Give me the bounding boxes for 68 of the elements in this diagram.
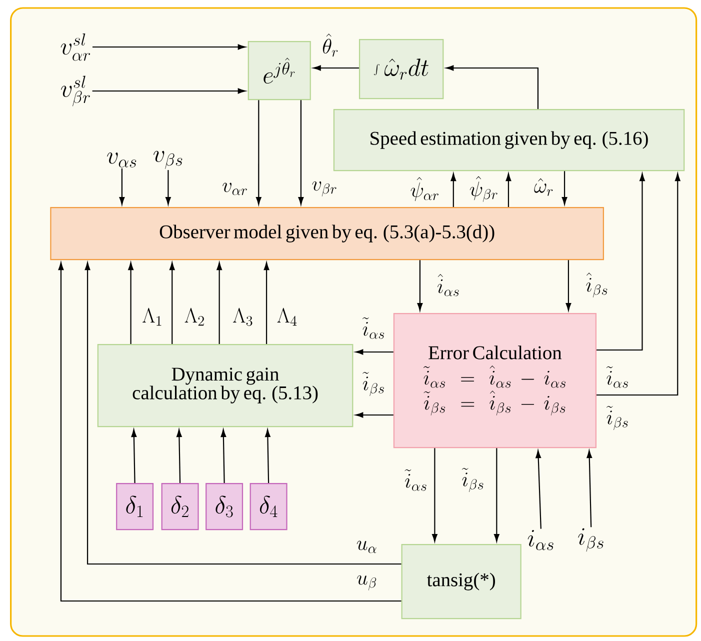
arrow: [562, 171, 568, 205]
arrow: [536, 450, 542, 529]
arrow: [176, 429, 182, 483]
input-signal: $v_{\beta s}$: [154, 150, 182, 169]
process-box: Speed estimation given by eq. (5.16): [333, 109, 685, 172]
arrow: [84, 262, 402, 565]
arrow: [166, 170, 171, 205]
edge-label: $\tilde{i}_{\alpha s}$: [606, 366, 628, 388]
edge-label: $\hat{i}_{\beta s}$: [586, 272, 608, 298]
process-box: Observer model given by eq. (5.3(a)-5.3(d)): [50, 207, 604, 260]
edge-label: $\Lambda_4$: [277, 308, 297, 326]
edge-label: $\hat{\psi}_{\beta r}$: [470, 176, 498, 202]
edge-label: $\hat{\psi}_{\alpha r}$: [410, 177, 438, 202]
edge-label: $u_{\beta}$: [357, 575, 376, 590]
arrow: [355, 349, 394, 355]
arrow: [220, 429, 226, 483]
arrow: [596, 173, 680, 396]
parameter-box: $\delta_4$: [250, 483, 288, 530]
arrow: [256, 100, 262, 205]
arrow: [169, 262, 175, 344]
arrow: [264, 262, 270, 344]
arrow: [494, 448, 500, 542]
edge-label: $v_{\beta r}$: [312, 181, 336, 196]
edge-label: $\tilde{i}_{\beta s}$: [362, 372, 384, 396]
arrow: [216, 262, 222, 344]
arrow: [128, 262, 134, 344]
input-signal: $v_{\alpha r}^{sl}$: [60, 33, 90, 61]
process-box: Error Calculation $\tilde{i}_{\alpha s}=\hat{i}_{\alpha s}-i_{\alpha s}$ $\tilde{i}_{\beta s}=\hat{i}_{\beta s}-i_{\beta s}$: [393, 313, 596, 448]
edge-label: $\tilde{i}_{\alpha s}$: [404, 469, 426, 491]
arrow: [92, 88, 246, 94]
process-box: Dynamic gain calculation by eq. (5.13): [97, 344, 354, 428]
edge-label: $u_{\alpha}$: [356, 540, 376, 554]
arrow: [432, 448, 438, 542]
edge-label: $\tilde{i}_{\beta s}$: [606, 406, 628, 430]
parameter-box: $\delta_2$: [161, 483, 199, 530]
arrow: [92, 44, 246, 50]
parameter-box: $\delta_3$: [206, 483, 244, 530]
arrow: [506, 173, 512, 207]
edge-label: $\hat{\omega}_r$: [534, 178, 553, 196]
input-signal: $i_{\beta s}$: [578, 528, 604, 552]
edge-label: $\hat{i}_{\alpha s}$: [438, 274, 459, 296]
edge-label: $\tilde{i}_{\alpha s}$: [362, 317, 384, 339]
edge-label: $v_{\alpha r}$: [222, 182, 247, 196]
input-signal: $v_{\beta r}^{sl}$: [61, 76, 90, 106]
input-signal: $i_{\alpha s}$: [528, 530, 554, 550]
arrow: [417, 260, 423, 311]
arrow: [119, 168, 125, 205]
arrow: [265, 429, 270, 483]
input-signal: $v_{\alpha s}$: [107, 152, 136, 168]
arrow: [131, 429, 137, 483]
arrow: [298, 100, 304, 205]
edge-label: $\Lambda_3$: [233, 308, 252, 326]
edge-label: $\tilde{i}_{\beta s}$: [462, 468, 484, 492]
arrow: [313, 65, 359, 71]
transform-box: $e^{j\hat{\theta}_r}$: [248, 41, 311, 100]
arrow: [450, 173, 456, 207]
integrator-box: $\int \hat{\omega}_r dt$: [358, 39, 444, 100]
parameter-box: $\delta_1$: [116, 483, 154, 530]
arrow: [566, 260, 572, 311]
arrow: [355, 412, 394, 418]
process-box: tansig(*): [401, 544, 522, 620]
edge-label: $\Lambda_1$: [142, 308, 162, 326]
arrow: [58, 262, 402, 602]
arrow: [586, 450, 592, 528]
arrow: [446, 65, 539, 109]
edge-label: $\Lambda_2$: [184, 308, 204, 326]
edge-label: $\hat{\theta}_r$: [322, 34, 338, 57]
arrow: [596, 173, 645, 351]
